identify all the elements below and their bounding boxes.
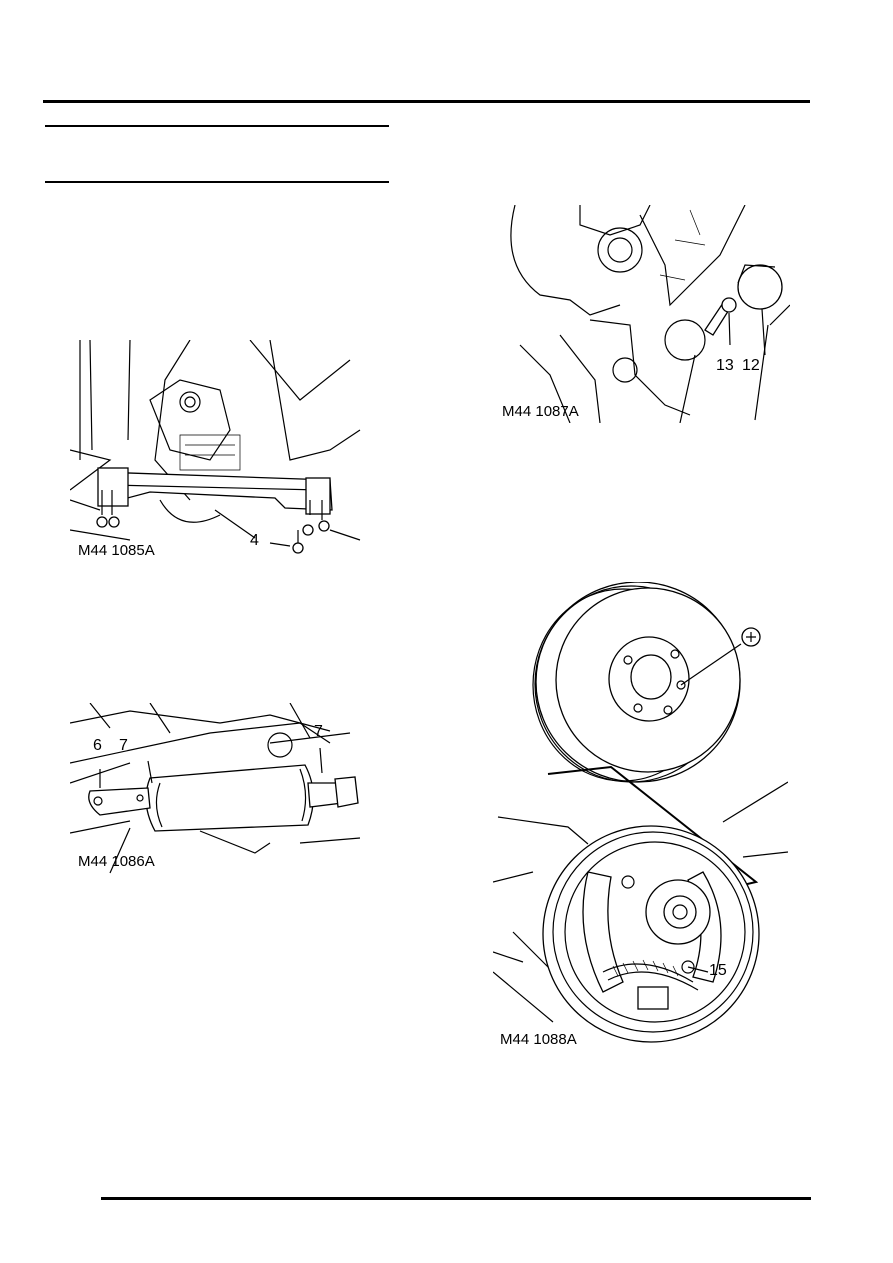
callout-12: 12 bbox=[742, 357, 760, 374]
footer-rule bbox=[101, 1197, 811, 1200]
callout-13: 13 bbox=[716, 357, 734, 374]
callout-7-left: 7 bbox=[119, 737, 128, 754]
section-rule-bottom bbox=[45, 181, 389, 183]
callout-15: 15 bbox=[709, 962, 727, 979]
exhaust-illustration bbox=[70, 703, 361, 874]
brake-drum-illustration bbox=[493, 582, 788, 1043]
crossmember-illustration bbox=[70, 340, 361, 554]
callout-4: 4 bbox=[250, 532, 259, 549]
figure-brake-drum: 15 M44 1088A bbox=[493, 582, 788, 1052]
figure-caption: M44 1088A bbox=[500, 1031, 577, 1048]
figure-hub-cap: 13 12 M44 1087A bbox=[500, 205, 790, 423]
section-rule-top bbox=[45, 125, 389, 127]
header-rule bbox=[43, 100, 810, 103]
figure-caption: M44 1087A bbox=[502, 403, 579, 420]
figure-caption: M44 1086A bbox=[78, 853, 155, 870]
hub-cap-illustration bbox=[510, 205, 790, 423]
callout-7-right: 7 bbox=[314, 723, 323, 740]
figure-crossmember: 4 M44 1085A bbox=[70, 340, 365, 565]
figure-exhaust-silencer: 6 7 7 M44 1086A bbox=[70, 703, 365, 875]
callout-6: 6 bbox=[93, 737, 102, 754]
figure-caption: M44 1085A bbox=[78, 542, 155, 559]
